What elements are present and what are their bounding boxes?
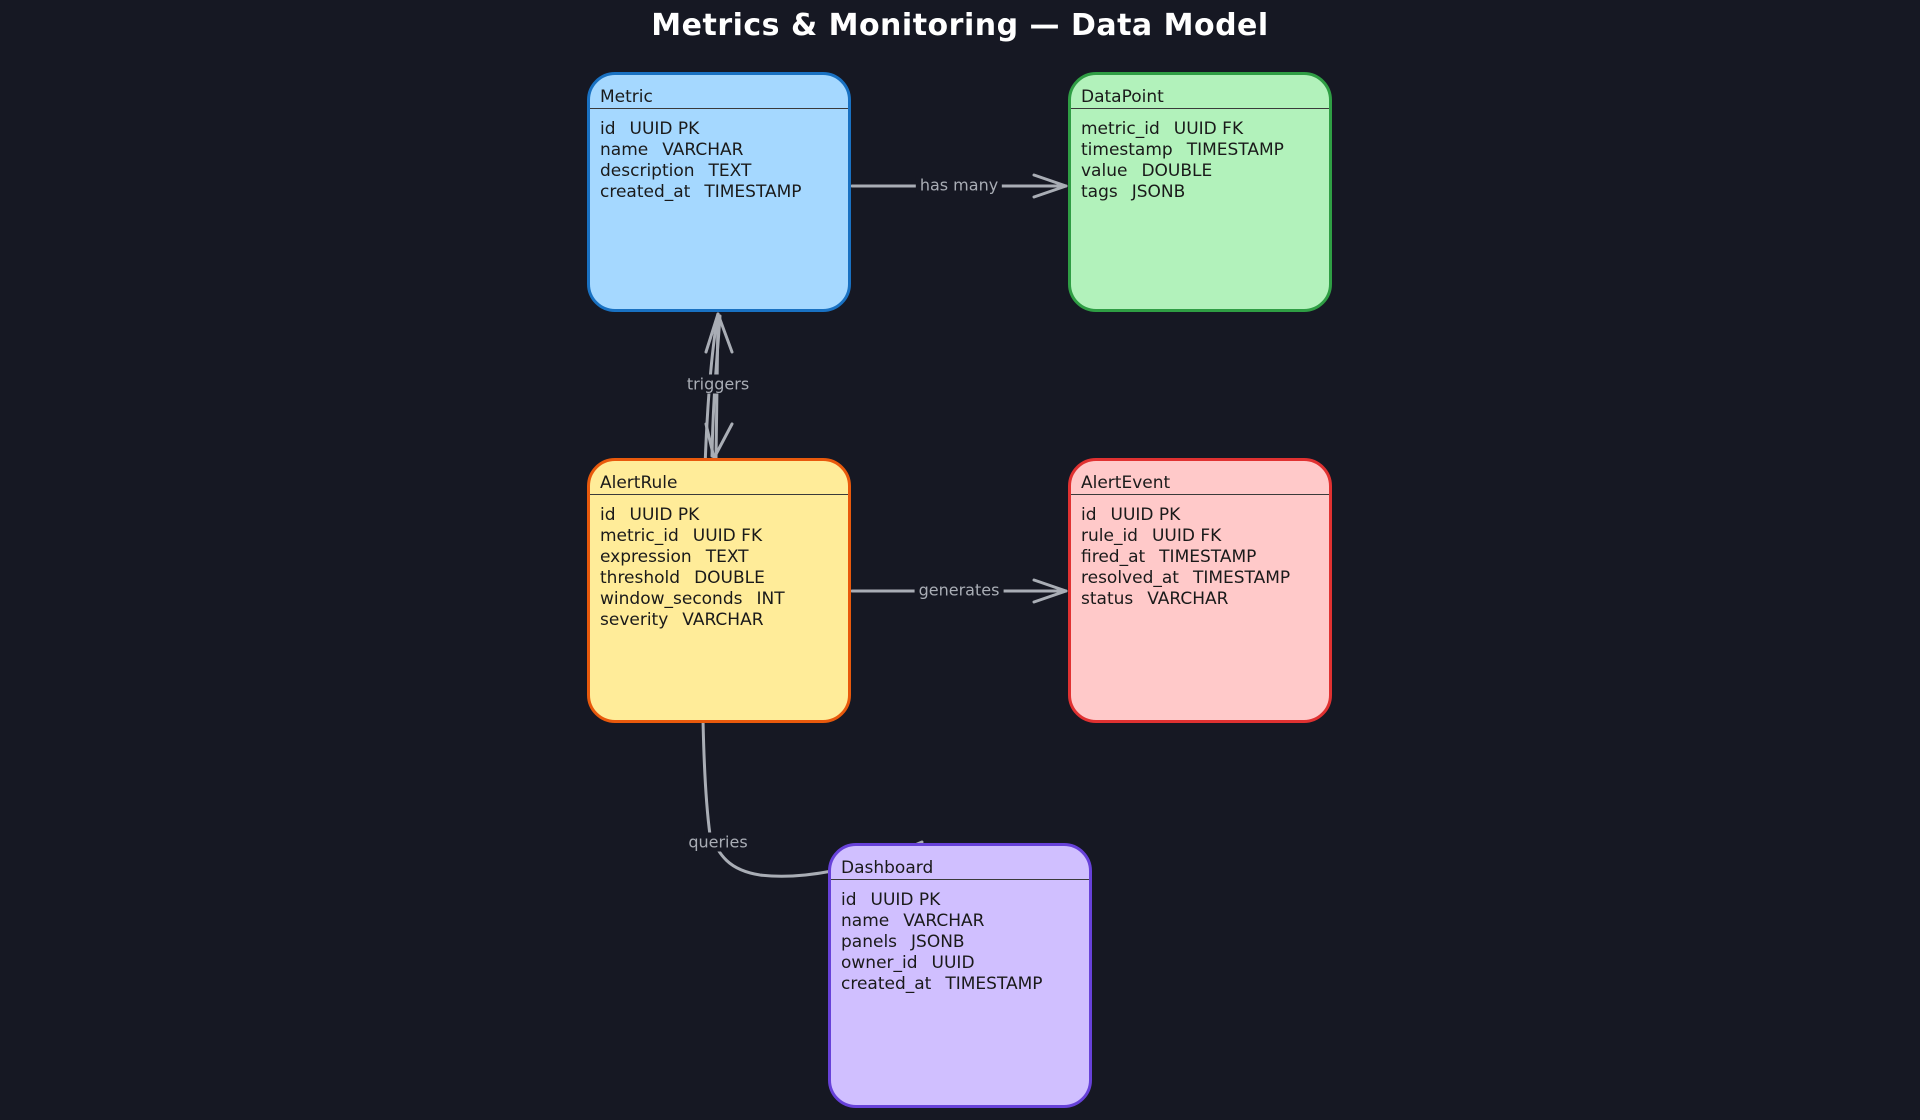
field-row: window_seconds INT [600,589,848,610]
field-type: TIMESTAMP [1159,547,1257,567]
field-type: TIMESTAMP [704,182,802,202]
field-type: TIMESTAMP [1192,568,1291,588]
field-name: created_at [841,974,932,994]
field-type: JSONB [911,932,965,952]
edge-label-generates: generates [914,580,1004,600]
field-type: TIMESTAMP [1186,140,1284,160]
edge-triggers-head-bottom [704,422,734,460]
field-type: TEXT [708,161,752,181]
field-row: status VARCHAR [1081,589,1329,610]
field-type: VARCHAR [682,610,764,630]
field-name: id [1081,505,1097,525]
field-type: VARCHAR [1147,589,1229,609]
field-type: UUID FK [1173,119,1244,139]
field-row: owner_id UUID [841,953,1089,974]
entity-name: AlertRule [590,461,848,495]
field-type: UUID PK [870,890,941,910]
field-row: name VARCHAR [841,911,1089,932]
field-row: panels JSONB [841,932,1089,953]
field-row: name VARCHAR [600,140,848,161]
diagram-title: Metrics & Monitoring — Data Model [651,8,1269,43]
field-name: owner_id [841,953,918,973]
field-row: id UUID PK [600,119,848,140]
field-type: VARCHAR [903,911,985,931]
field-name: metric_id [600,526,679,546]
field-name: status [1081,589,1134,609]
field-name: description [600,161,695,181]
field-row: fired_at TIMESTAMP [1081,547,1329,568]
field-type: TEXT [705,547,749,567]
field-type: TIMESTAMP [945,974,1043,994]
field-name: severity [600,610,669,630]
field-name: name [600,140,649,160]
field-name: window_seconds [600,589,743,609]
field-name: created_at [600,182,691,202]
field-name: id [600,505,616,525]
field-type: UUID PK [1110,505,1181,525]
field-row: id UUID PK [600,505,848,526]
field-row: id UUID PK [841,890,1089,911]
field-row: rule_id UUID FK [1081,526,1329,547]
field-name: id [600,119,616,139]
field-type: UUID FK [692,526,763,546]
field-name: expression [600,547,692,567]
field-row: threshold DOUBLE [600,568,848,589]
field-name: id [841,890,857,910]
field-row: severity VARCHAR [600,610,848,631]
entity-name: AlertEvent [1071,461,1329,495]
field-row: metric_id UUID FK [600,526,848,547]
field-type: VARCHAR [662,140,744,160]
field-name: rule_id [1081,526,1138,546]
field-row: created_at TIMESTAMP [841,974,1089,995]
field-type: JSONB [1131,182,1186,202]
edge-label-has-many: has many [915,175,1003,195]
field-type: UUID [931,953,975,973]
entity-name: Metric [590,75,848,109]
field-name: tags [1081,182,1118,202]
field-name: name [841,911,890,931]
field-name: timestamp [1081,140,1173,160]
field-type: UUID FK [1151,526,1222,546]
field-row: created_at TIMESTAMP [600,182,848,203]
field-row: id UUID PK [1081,505,1329,526]
field-name: value [1081,161,1128,181]
field-name: metric_id [1081,119,1160,139]
field-row: tags JSONB [1081,182,1329,203]
field-type: INT [756,589,785,609]
field-row: expression TEXT [600,547,848,568]
field-name: panels [841,932,898,952]
field-row: resolved_at TIMESTAMP [1081,568,1329,589]
edge-generates-arrowhead [1032,578,1068,604]
field-name: resolved_at [1081,568,1179,588]
field-row: value DOUBLE [1081,161,1329,182]
field-row: metric_id UUID FK [1081,119,1329,140]
edge-has-many-arrowhead [1032,173,1068,199]
field-row: timestamp TIMESTAMP [1081,140,1329,161]
edge-label-queries: queries [684,832,752,852]
field-type: DOUBLE [694,568,765,588]
edge-queries-line [700,312,924,878]
field-type: DOUBLE [1141,161,1213,181]
entity-name: Dashboard [831,846,1089,880]
edge-label-triggers: triggers [682,374,754,394]
field-name: fired_at [1081,547,1146,567]
entity-name: DataPoint [1071,75,1329,109]
field-type: UUID PK [629,119,700,139]
field-type: UUID PK [629,505,700,525]
field-row: description TEXT [600,161,848,182]
field-name: threshold [600,568,681,588]
